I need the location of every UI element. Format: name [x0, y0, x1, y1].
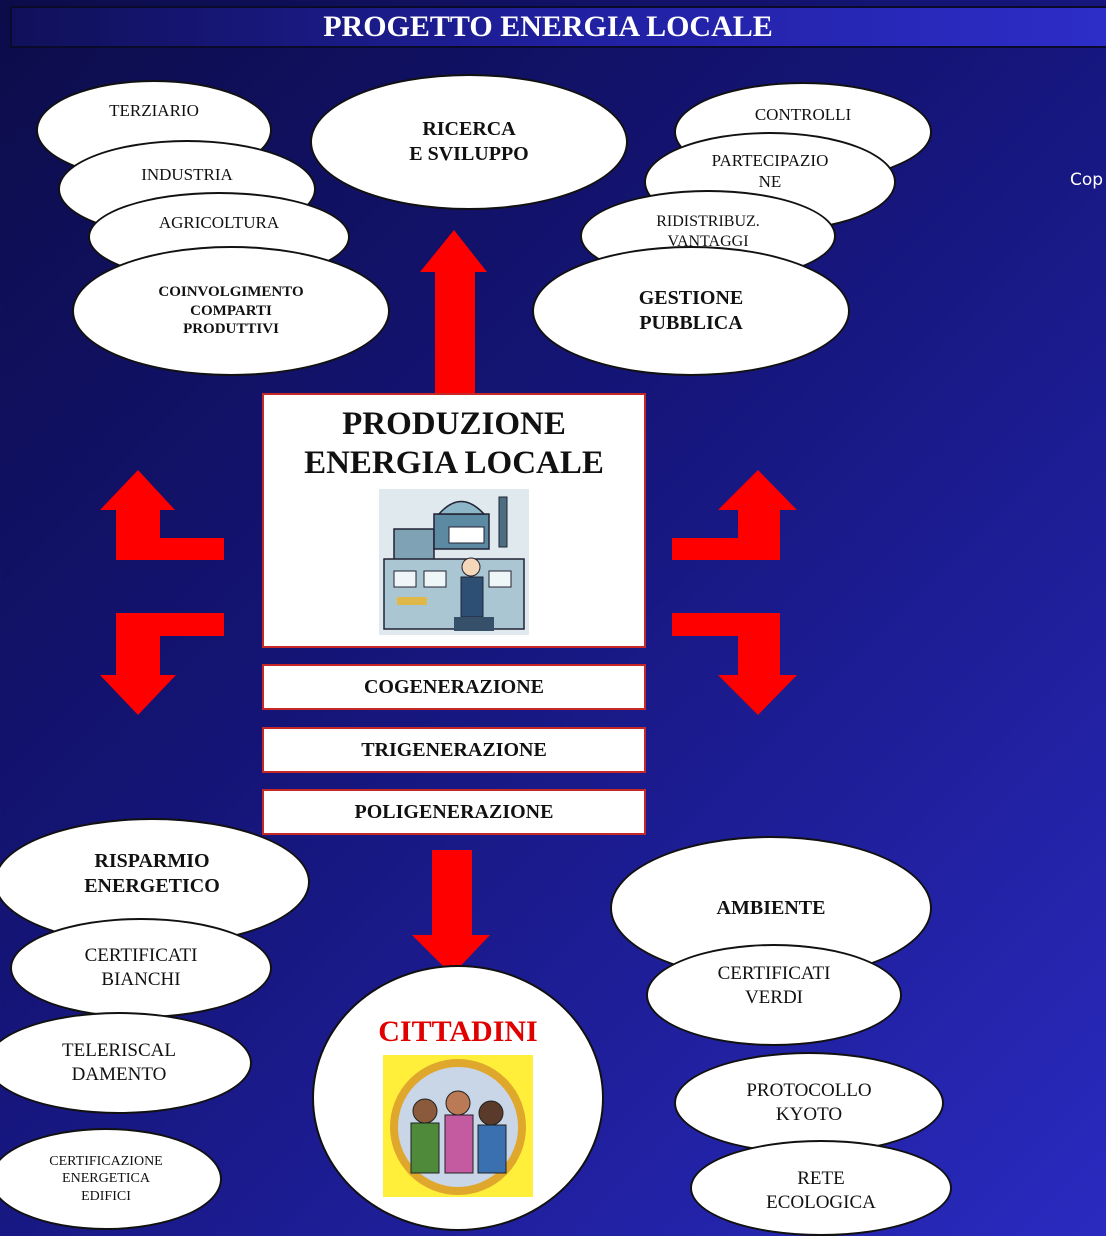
box-trigenerazione: TRIGENERAZIONE: [262, 727, 646, 773]
box-poligenerazione: POLIGENERAZIONE: [262, 789, 646, 835]
box-cogenerazione: COGENERAZIONE: [262, 664, 646, 710]
ellipse-cittadini: CITTADINI: [312, 965, 604, 1231]
arrow-down-center: [412, 850, 490, 975]
page-title: PROGETTO ENERGIA LOCALE: [323, 10, 773, 43]
title-bar: PROGETTO ENERGIA LOCALE: [10, 6, 1106, 48]
cropped-side-text: Cop: [1070, 170, 1104, 190]
arrow-up-center: [420, 230, 487, 395]
arrow-downleft: [100, 613, 224, 715]
arrow-upleft: [100, 470, 224, 560]
power-plant-operator-icon: [379, 488, 529, 635]
arrow-upright: [672, 470, 797, 560]
arrow-downright: [672, 613, 797, 715]
people-group-icon: [383, 1054, 533, 1197]
cittadini-label: CITTADINI: [378, 1015, 538, 1048]
